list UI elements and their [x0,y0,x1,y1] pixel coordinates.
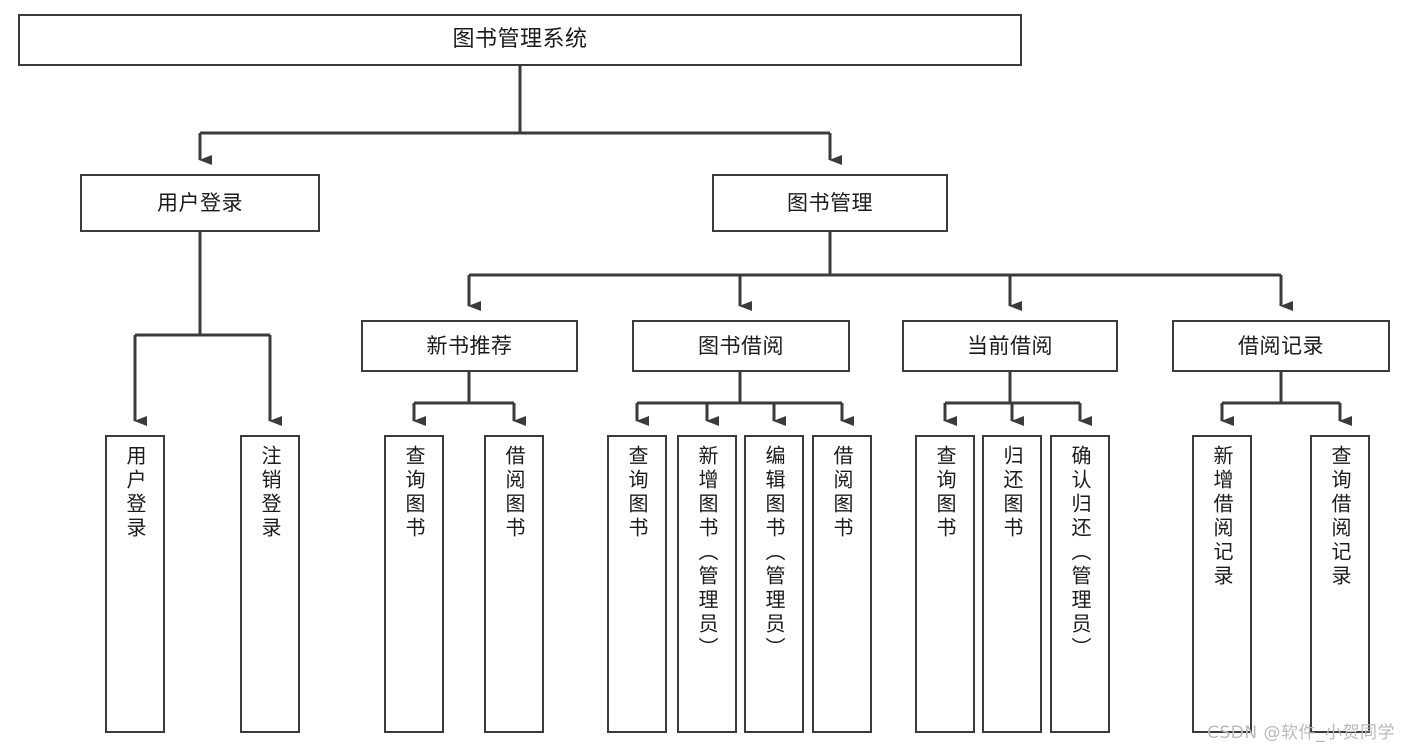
node-label: 用户登录 [157,190,243,215]
node-borrow-record[interactable]: 借阅记录 [1172,320,1390,372]
node-root-library-system[interactable]: 图书管理系统 [18,14,1022,66]
leaf-record-add-record[interactable]: 新增借阅记录 [1192,435,1252,733]
node-label: 当前借阅 [967,333,1053,358]
leaf-user-login-logout[interactable]: 注销登录 [240,435,300,733]
leaf-current-query-book[interactable]: 查询图书 [915,435,975,733]
leaf-borrow-borrow-book[interactable]: 借阅图书 [812,435,872,733]
node-label: 用户登录 [123,445,147,541]
node-user-login[interactable]: 用户登录 [80,174,320,232]
node-label: 新增借阅记录 [1210,445,1234,589]
node-label: 查询图书 [625,445,649,541]
node-label: 确认归还（管理员） [1068,445,1092,661]
node-label: 借阅图书 [502,445,526,541]
leaf-borrow-edit-book-admin[interactable]: 编辑图书（管理员） [744,435,804,733]
node-label: 编辑图书（管理员） [762,445,786,661]
node-new-book-recommend[interactable]: 新书推荐 [361,320,578,372]
node-label: 查询图书 [933,445,957,541]
leaf-record-query-record[interactable]: 查询借阅记录 [1310,435,1370,733]
node-label: 借阅记录 [1238,333,1324,358]
leaf-new-book-query-book[interactable]: 查询图书 [384,435,444,733]
node-label: 图书管理 [787,190,873,215]
node-label: 查询图书 [402,445,426,541]
leaf-current-return-book[interactable]: 归还图书 [982,435,1042,733]
node-current-borrow[interactable]: 当前借阅 [902,320,1118,372]
node-book-management[interactable]: 图书管理 [712,174,948,232]
node-label: 图书借阅 [698,333,784,358]
leaf-new-book-borrow-book[interactable]: 借阅图书 [484,435,544,733]
node-label: 注销登录 [258,445,282,541]
node-label: 图书管理系统 [452,27,588,53]
leaf-borrow-add-book-admin[interactable]: 新增图书（管理员） [677,435,737,733]
node-label: 查询借阅记录 [1328,445,1352,589]
leaf-user-login-login[interactable]: 用户登录 [105,435,165,733]
leaf-current-confirm-return-admin[interactable]: 确认归还（管理员） [1050,435,1110,733]
node-label: 归还图书 [1000,445,1024,541]
leaf-borrow-query-book[interactable]: 查询图书 [607,435,667,733]
node-label: 新书推荐 [426,333,513,358]
csdn-watermark: CSDN @软件_小贺同学 [1207,723,1395,743]
node-book-borrow[interactable]: 图书借阅 [632,320,850,372]
node-label: 借阅图书 [830,445,854,541]
node-label: 新增图书（管理员） [695,445,719,661]
